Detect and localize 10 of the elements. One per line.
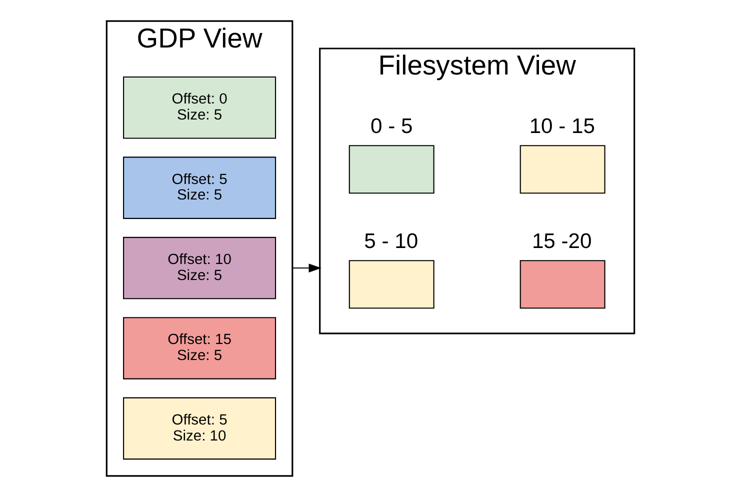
node-box: Offset: 5 Size: 5 xyxy=(123,156,276,219)
node-label: 0 - 5 xyxy=(370,114,413,138)
arrow xyxy=(292,264,322,272)
node-label: 5 - 10 xyxy=(364,230,418,253)
node-box: Offset: 15 Size: 5 xyxy=(123,317,276,380)
node-label: 10 - 15 xyxy=(529,114,595,138)
node-label: 15 -20 xyxy=(532,230,592,253)
node-box: Offset: 0 Size: 5 xyxy=(123,76,276,139)
node-box: Offset: 10 Size: 5 xyxy=(123,236,276,300)
node-box: Offset: 5 Size: 10 xyxy=(123,397,276,460)
